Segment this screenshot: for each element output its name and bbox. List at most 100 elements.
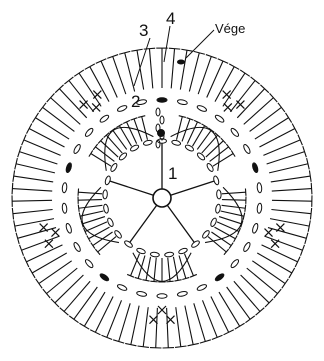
treble-stitch-icon — [79, 205, 103, 208]
treble-stitch-icon — [267, 152, 305, 164]
chain-oval-icon — [103, 190, 108, 199]
arrow-icon — [164, 26, 170, 62]
x-icon — [158, 306, 166, 314]
chain-oval-icon — [104, 175, 111, 185]
treble-stitch-icon — [269, 164, 308, 173]
x-icon — [224, 103, 232, 111]
treble-stitch-icon — [32, 253, 67, 273]
treble-top-bar — [169, 48, 180, 49]
end-label: Vége — [215, 21, 245, 36]
treble-stitch-icon — [241, 275, 270, 303]
treble-top-bar — [150, 281, 157, 282]
treble-top-bar — [251, 77, 260, 84]
treble-top-bar — [64, 77, 73, 84]
chain-oval-icon — [160, 116, 164, 124]
treble-stitch-icon — [156, 308, 158, 348]
treble-top-bar — [87, 235, 91, 241]
treble-top-bar — [298, 135, 302, 146]
x-icon — [45, 240, 53, 248]
x-icon — [276, 224, 284, 232]
treble-stitch-icon — [208, 237, 226, 252]
treble-stitch-icon — [46, 268, 77, 293]
chain-oval-icon — [215, 204, 221, 214]
treble-stitch-icon — [167, 308, 169, 348]
treble-top-bar — [78, 205, 79, 212]
treble-stitch-icon — [185, 306, 193, 345]
treble-stitch-icon — [119, 303, 131, 341]
treble-stitch-icon — [137, 50, 144, 89]
treble-stitch-icon — [234, 281, 260, 311]
treble-stitch-icon — [26, 245, 62, 262]
treble-stitch-icon — [270, 219, 309, 226]
treble-top-bar — [243, 213, 245, 220]
chain-oval-icon — [84, 258, 94, 268]
treble-stitch-icon — [219, 217, 242, 224]
treble-stitch-icon — [213, 153, 233, 166]
treble-top-bar — [26, 123, 31, 133]
treble-top-bar — [89, 150, 93, 156]
round-1-label: 1 — [168, 164, 177, 183]
chain-oval-icon — [143, 140, 153, 146]
treble-top-bar — [234, 235, 238, 241]
treble-stitch-icon — [227, 287, 251, 319]
chain-oval-icon — [257, 203, 262, 213]
treble-top-bar — [245, 316, 254, 323]
chain-oval-icon — [257, 183, 262, 193]
spoke-stitch — [167, 205, 194, 242]
treble-stitch-icon — [257, 253, 292, 273]
chain-oval-icon — [124, 240, 134, 249]
chain-oval-icon — [117, 104, 128, 112]
treble-stitch-icon — [271, 176, 311, 182]
chain-oval-icon — [157, 294, 167, 298]
chain-oval-icon — [110, 162, 119, 172]
treble-stitch-icon — [268, 228, 307, 239]
treble-stitch-icon — [13, 209, 53, 213]
treble-stitch-icon — [35, 118, 69, 139]
treble-stitch-icon — [143, 307, 148, 347]
treble-top-bar — [245, 205, 246, 212]
treble-top-bar — [24, 257, 29, 267]
treble-stitch-icon — [262, 245, 298, 262]
chain-oval-icon — [62, 183, 67, 193]
treble-stitch-icon — [79, 73, 101, 106]
slip-stitch-dot-icon — [177, 60, 185, 65]
treble-stitch-icon — [113, 56, 126, 94]
chain-oval-icon — [65, 223, 72, 234]
treble-top-bar — [229, 243, 233, 249]
treble-stitch-icon — [142, 116, 148, 139]
treble-top-bar — [142, 280, 149, 281]
chain-oval-icon — [73, 242, 82, 253]
treble-top-bar — [12, 183, 13, 194]
treble-top-bar — [174, 280, 181, 281]
chain-oval-icon — [242, 242, 251, 253]
spoke-stitch — [171, 181, 215, 195]
chain-oval-icon — [242, 144, 251, 155]
treble-stitch-icon — [55, 275, 84, 303]
x-icon — [93, 91, 101, 99]
treble-top-bar — [282, 279, 289, 288]
chain-oval-icon — [214, 114, 225, 123]
treble-stitch-icon — [223, 73, 245, 106]
treble-stitch-icon — [39, 261, 72, 284]
treble-top-bar — [175, 346, 186, 347]
spoke-stitch — [110, 181, 154, 195]
treble-top-bar — [240, 70, 250, 76]
chain-oval-icon — [230, 127, 240, 137]
treble-stitch-icon — [51, 98, 81, 125]
round-4-label: 4 — [166, 9, 175, 28]
treble-stitch-icon — [252, 261, 285, 284]
treble-stitch-icon — [219, 292, 240, 326]
chain-oval-icon — [230, 258, 240, 268]
x-icon — [265, 229, 273, 237]
treble-top-bar — [22, 135, 26, 146]
treble-stitch-icon — [131, 306, 139, 345]
chain-oval-icon — [164, 252, 173, 257]
treble-top-bar — [69, 316, 78, 323]
treble-top-bar — [39, 103, 46, 112]
treble-stitch-icon — [113, 130, 127, 149]
chain-oval-icon — [177, 99, 188, 105]
treble-stitch-icon — [272, 200, 312, 201]
treble-stitch-icon — [171, 49, 174, 89]
treble-stitch-icon — [16, 164, 55, 173]
treble-top-bar — [292, 123, 297, 133]
